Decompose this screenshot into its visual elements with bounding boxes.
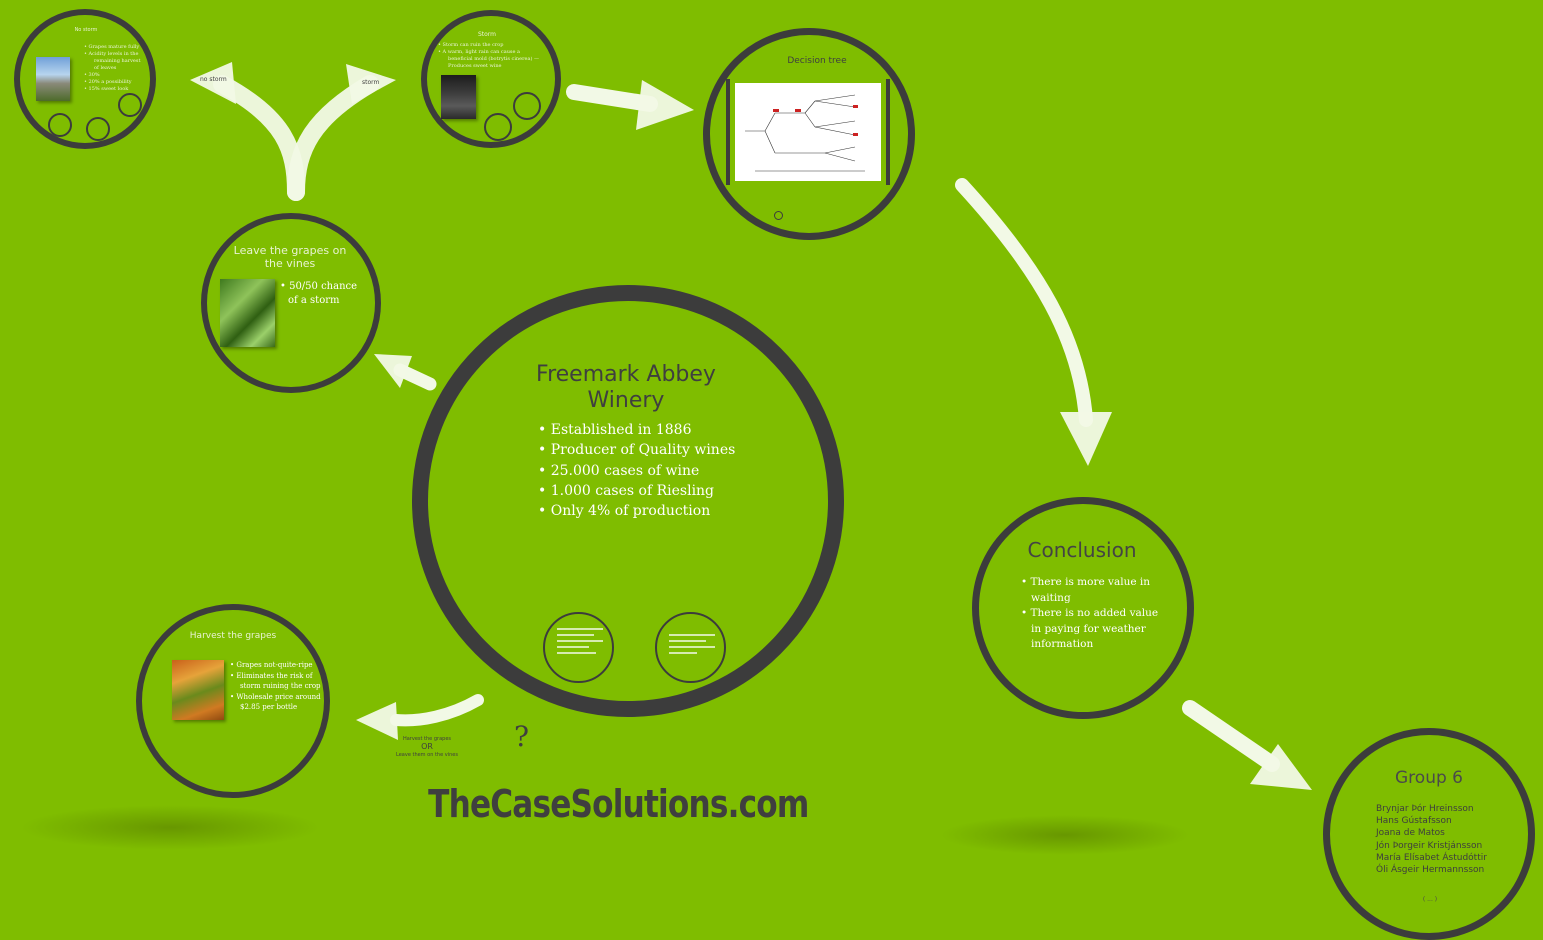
leave-bullet-text: 50/50 chance bbox=[289, 281, 358, 292]
bullet-item: There is no added value in paying for we… bbox=[1021, 606, 1171, 653]
bullet-item: 25.000 cases of wine bbox=[538, 461, 735, 481]
sub-circle-placeholder-text bbox=[669, 630, 715, 658]
bullet-item: Eliminates the risk of storm ruining the… bbox=[230, 671, 322, 692]
sub-circle[interactable] bbox=[48, 113, 72, 137]
harvest-photo bbox=[172, 660, 224, 720]
leave-title: Leave the grapes on the vines bbox=[222, 244, 358, 270]
main-title: Freemark Abbey Winery bbox=[520, 362, 732, 414]
group-title: Group 6 bbox=[1395, 768, 1463, 788]
bullet-item: Acidity levels in the remaining harvest … bbox=[84, 51, 144, 72]
no-storm-branch-label: no storm bbox=[200, 76, 227, 83]
choice-line: Leave them on the vines bbox=[396, 752, 458, 758]
harvest-circle[interactable] bbox=[136, 604, 330, 798]
bullet-item: Grapes not-quite-ripe bbox=[230, 660, 322, 671]
bullet-item: Storm can ruin the crop bbox=[438, 42, 544, 49]
group-member: Jón Þorgeir Kristjánsson bbox=[1376, 840, 1483, 851]
arrow-to-leave bbox=[374, 354, 437, 391]
sub-circle[interactable] bbox=[655, 612, 726, 683]
group-members: Brynjar Þór Hreinsson Hans Gústafsson Jo… bbox=[1376, 803, 1487, 876]
group-member: Hans Gústafsson bbox=[1376, 816, 1452, 827]
bullet-item: 30% bbox=[84, 72, 144, 79]
leave-bullet: • 50/50 chance of a storm bbox=[280, 280, 357, 308]
bullet-item: Wholesale price around $2.85 per bottle bbox=[230, 692, 322, 713]
bullet-item: 20% a possibility bbox=[84, 79, 144, 86]
storm-circle[interactable] bbox=[421, 10, 561, 148]
choice-label: Harvest the grapes OR Leave them on the … bbox=[396, 735, 458, 759]
sub-circle[interactable] bbox=[543, 612, 614, 683]
conclusion-circle[interactable] bbox=[972, 497, 1194, 719]
harvest-bullets: Grapes not-quite-ripe Eliminates the ris… bbox=[230, 660, 322, 713]
no-storm-title: No storm bbox=[74, 27, 98, 33]
group-member: Brynjar Þór Hreinsson bbox=[1376, 804, 1474, 814]
main-title-line: Winery bbox=[587, 388, 665, 413]
sub-circle[interactable] bbox=[484, 113, 512, 141]
watermark-logo: TheCaseSolutions.com bbox=[428, 782, 809, 826]
group-circle[interactable] bbox=[1323, 728, 1535, 940]
bullet-item: Only 4% of production bbox=[538, 501, 735, 521]
bullet-item: Established in 1886 bbox=[538, 420, 735, 440]
storm-title: Storm bbox=[477, 31, 497, 38]
leave-bullet-text: of a storm bbox=[288, 295, 340, 306]
sub-circle[interactable] bbox=[118, 93, 142, 117]
question-mark: ? bbox=[514, 720, 530, 753]
conclusion-bullets: There is more value in waiting There is … bbox=[1021, 575, 1171, 653]
bullet-item: Producer of Quality wines bbox=[538, 440, 736, 460]
choice-line: OR bbox=[421, 742, 433, 751]
group-member: María Elísabet Ástudóttir bbox=[1376, 852, 1487, 863]
decision-tree-title: Decision tree bbox=[787, 56, 847, 66]
fork-arrow bbox=[190, 62, 396, 201]
no-storm-photo bbox=[36, 57, 70, 101]
no-storm-bullets: Grapes mature fully Acidity levels in th… bbox=[84, 44, 144, 93]
bullet-item: 15% sweet look bbox=[84, 86, 144, 93]
arrow-to-group bbox=[1182, 700, 1312, 790]
sub-circle-placeholder-text bbox=[557, 624, 603, 658]
storm-branch-label: storm bbox=[362, 79, 380, 86]
choice-line: Harvest the grapes bbox=[402, 736, 451, 742]
arrow-to-conclusion bbox=[955, 178, 1112, 466]
group-footer: ( ... ) bbox=[1422, 896, 1438, 903]
ground-shadow bbox=[940, 815, 1190, 855]
bullet-item: 1.000 cases of Riesling bbox=[538, 481, 735, 501]
leave-grapes-circle[interactable] bbox=[201, 213, 381, 393]
harvest-title: Harvest the grapes bbox=[189, 631, 277, 641]
ground-shadow bbox=[20, 805, 320, 850]
leave-title-line: Leave the grapes on bbox=[233, 244, 347, 257]
main-title-line: Freemark Abbey bbox=[536, 362, 716, 387]
storm-photo bbox=[441, 75, 476, 119]
sub-circle[interactable] bbox=[513, 92, 541, 120]
decision-tree-circle[interactable] bbox=[703, 28, 915, 240]
bullet-item: A warm, light rain can cause a beneficia… bbox=[438, 49, 544, 70]
no-storm-circle[interactable] bbox=[14, 9, 156, 149]
storm-bullets: Storm can ruin the crop A warm, light ra… bbox=[438, 42, 544, 70]
group-member: Óli Ásgeir Hermannsson bbox=[1376, 865, 1485, 876]
decision-tree-frame bbox=[726, 79, 890, 185]
arrow-to-harvest bbox=[356, 694, 484, 740]
zoom-icon[interactable] bbox=[774, 211, 783, 220]
main-bullets: Established in 1886 Producer of Quality … bbox=[538, 420, 736, 521]
group-member: Joana de Matos bbox=[1376, 828, 1445, 839]
sub-circle[interactable] bbox=[86, 117, 110, 141]
bullet-item: Grapes mature fully bbox=[84, 44, 144, 51]
leave-bullet-line: • 50/50 chance bbox=[280, 281, 358, 292]
leave-title-line: the vines bbox=[264, 257, 316, 270]
decision-tree-graphic bbox=[745, 94, 865, 172]
conclusion-title: Conclusion bbox=[1027, 538, 1137, 562]
grape-vine-photo bbox=[220, 279, 275, 347]
bullet-item: There is more value in waiting bbox=[1021, 575, 1171, 606]
decision-tree-image bbox=[735, 83, 881, 181]
arrow-to-decision-tree bbox=[566, 80, 694, 130]
